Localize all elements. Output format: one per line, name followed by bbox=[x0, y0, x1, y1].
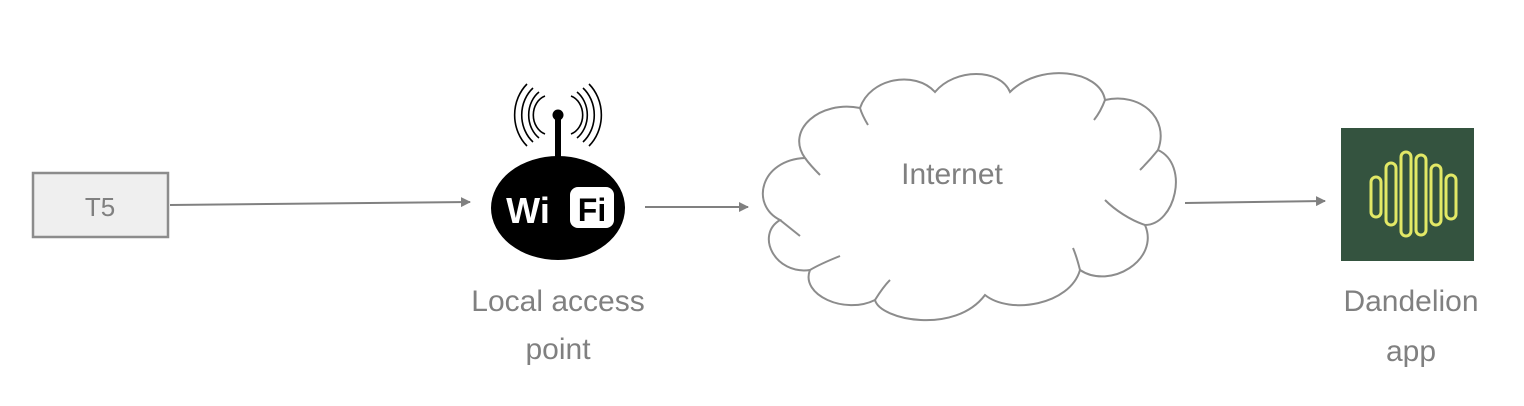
device-box bbox=[31, 171, 170, 239]
device-node: T5 bbox=[31, 171, 170, 239]
dandelion-logo bbox=[1341, 128, 1474, 261]
app-label-line2: app bbox=[1386, 335, 1436, 368]
device-label: T5 bbox=[85, 192, 115, 222]
edge-internet-to-app bbox=[1184, 196, 1326, 207]
app-label-line1: Dandelion bbox=[1343, 285, 1478, 318]
internet-label: Internet bbox=[901, 158, 1003, 191]
access-point-label-line2: point bbox=[525, 333, 591, 366]
wifi-icon-text-left: Wi bbox=[506, 190, 550, 231]
wifi-icon: Wi Fi bbox=[491, 83, 625, 260]
edge-device-to-access-point bbox=[169, 197, 471, 208]
access-point-label-line1: Local access bbox=[471, 285, 644, 318]
wifi-icon-text-right: Fi bbox=[578, 192, 606, 228]
cloud-icon bbox=[761, 72, 1177, 322]
